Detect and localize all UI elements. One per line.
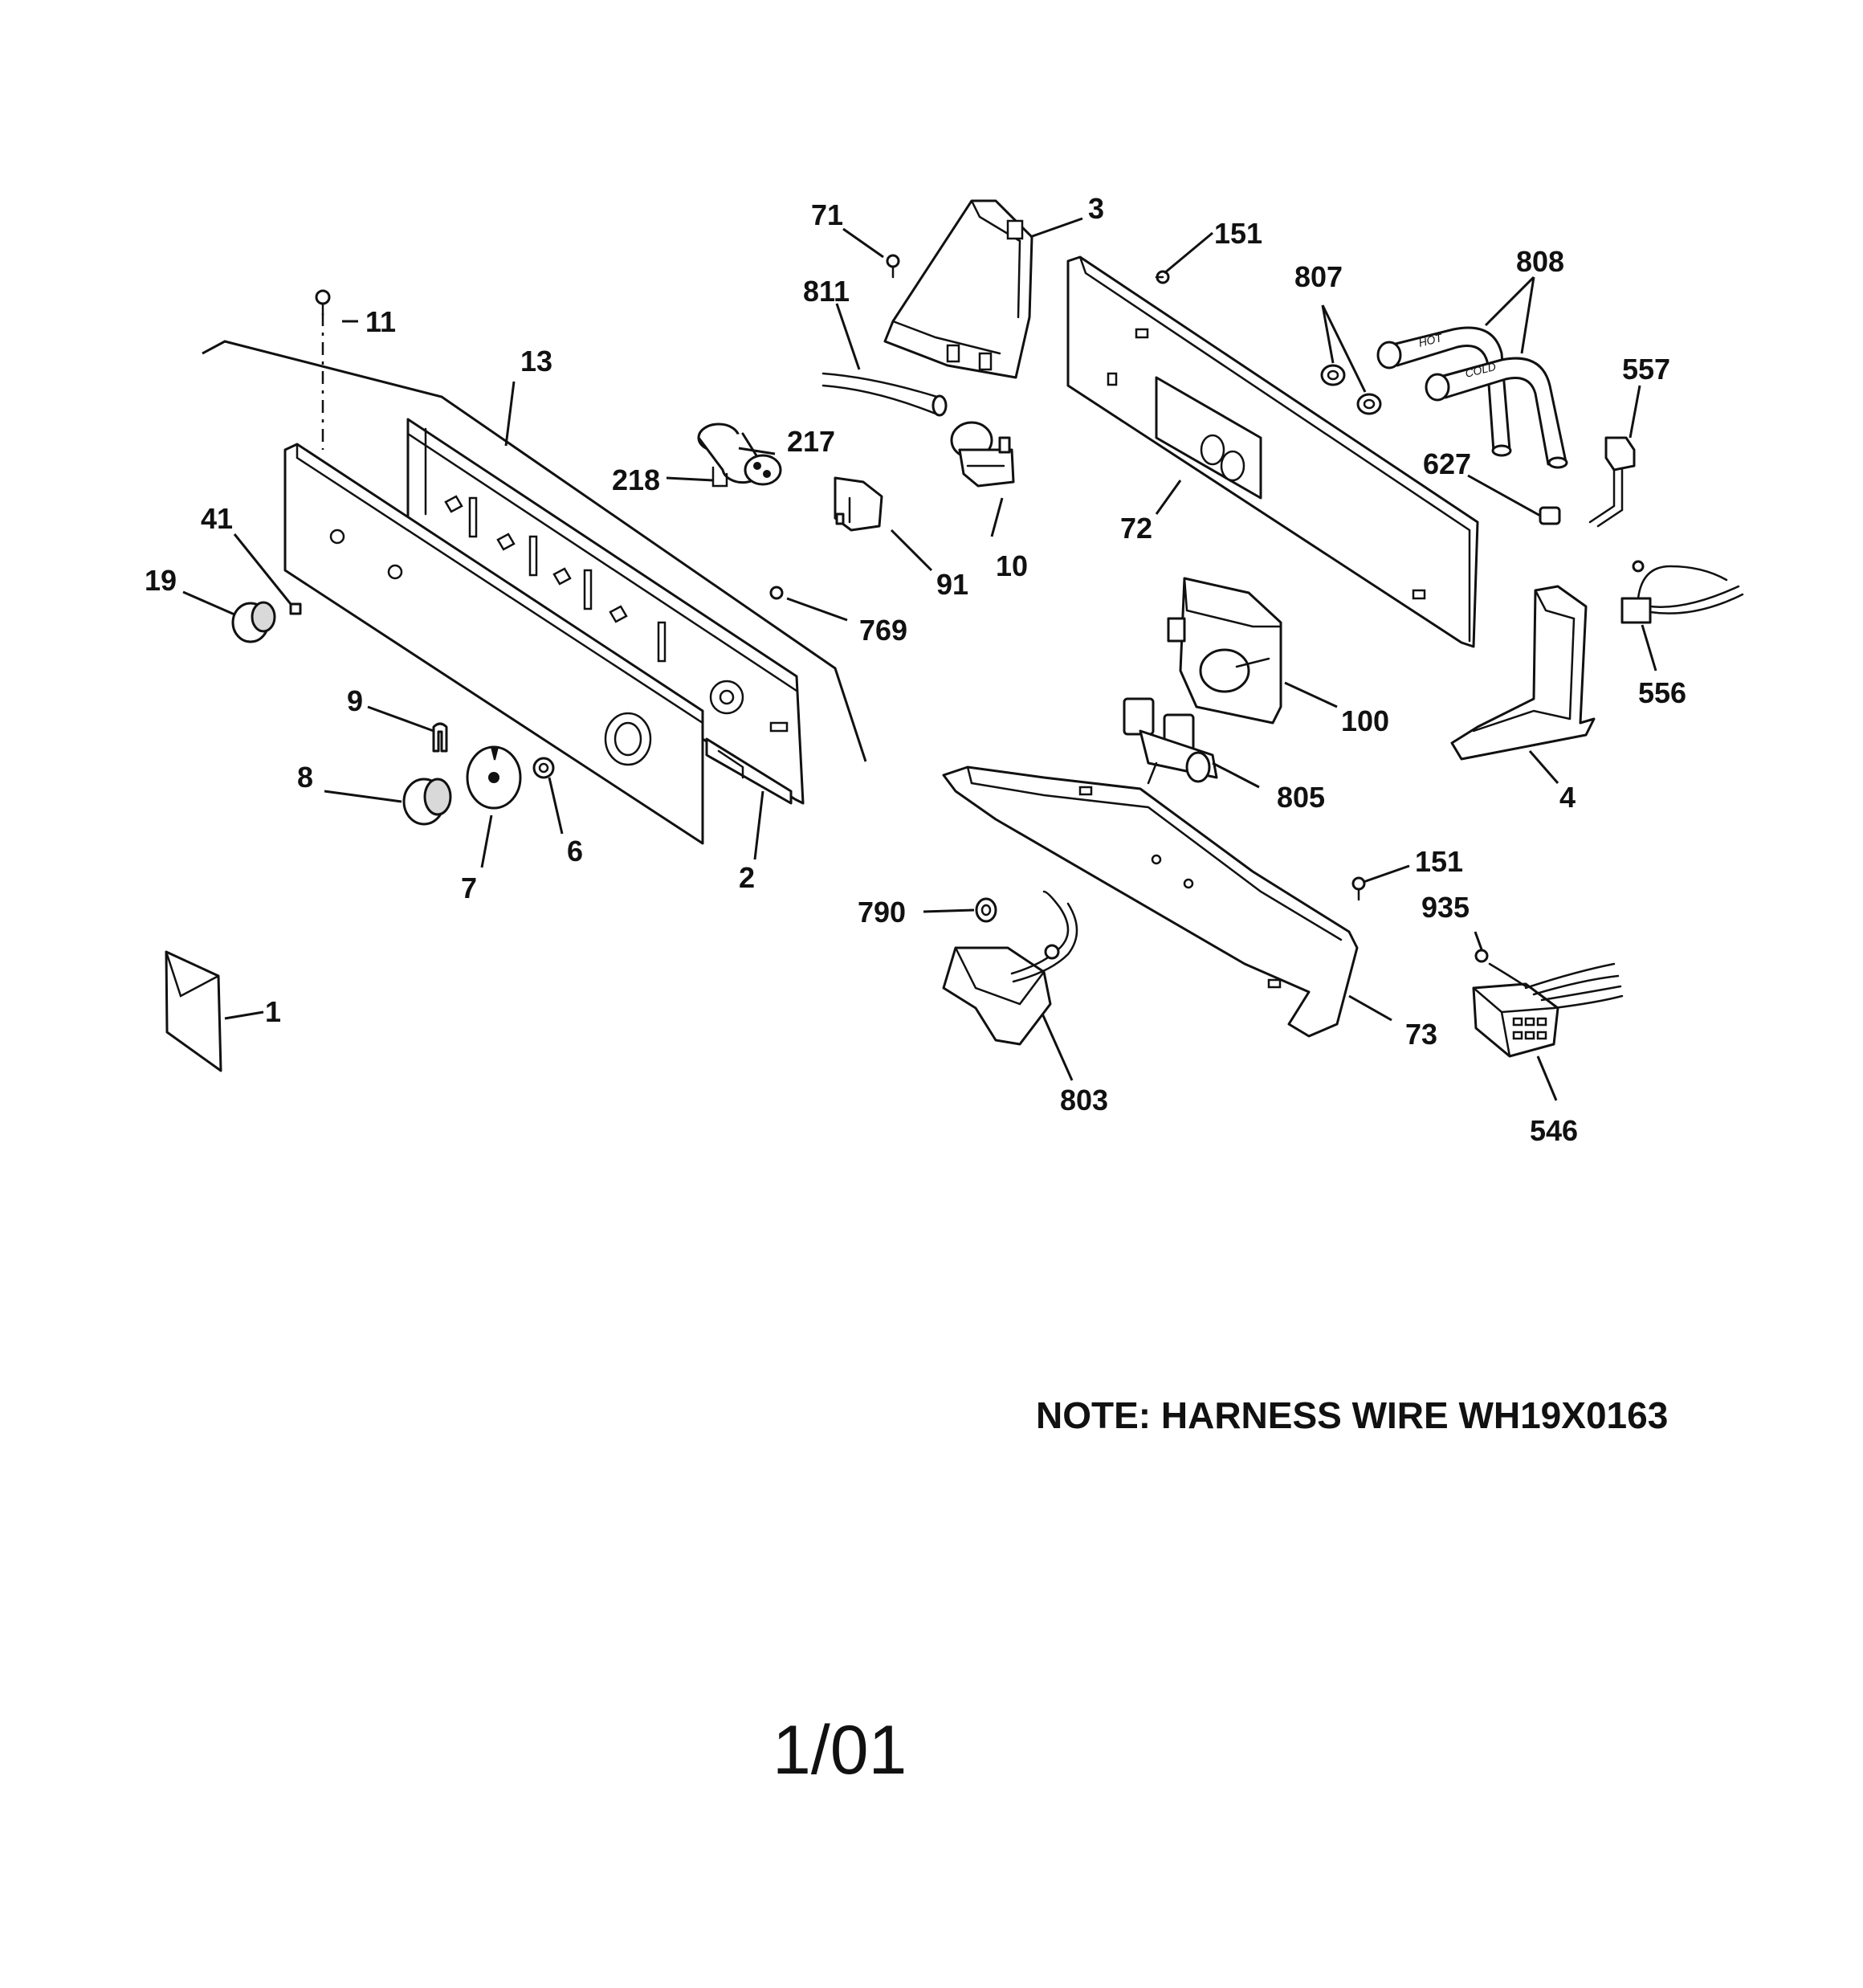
callout-9: 9 — [347, 684, 363, 717]
callout-71: 71 — [811, 198, 843, 231]
part-808-inlet-hoses — [1376, 326, 1568, 469]
callout-769: 769 — [859, 614, 907, 647]
callout-10: 10 — [996, 549, 1028, 582]
part-9-clip — [432, 722, 448, 753]
part-10-pressure-switch — [950, 421, 1015, 488]
part-71-screw — [886, 254, 900, 279]
part-100-timer — [1167, 577, 1282, 725]
part-1-envelope — [165, 950, 222, 1072]
part-3-end-bracket — [883, 199, 1033, 379]
callout-41: 41 — [201, 502, 233, 535]
callout-807: 807 — [1294, 260, 1343, 293]
callout-72: 72 — [1120, 512, 1152, 545]
part-546-wire-harness — [1472, 962, 1624, 1058]
callout-627: 627 — [1423, 447, 1471, 480]
callout-218: 218 — [612, 463, 660, 496]
part-7-dial — [466, 745, 522, 810]
callout-2: 2 — [739, 861, 755, 894]
part-19-knob — [231, 601, 276, 643]
callout-100: 100 — [1341, 704, 1389, 737]
callout-3: 3 — [1088, 192, 1104, 225]
center-leaders — [666, 217, 1083, 622]
callout-13: 13 — [520, 345, 552, 378]
part-803-dispenser — [942, 890, 1078, 1046]
harness-note: NOTE: HARNESS WIRE WH19X0163 — [1036, 1394, 1668, 1436]
part-41-spring — [289, 602, 302, 615]
callout-808: 808 — [1516, 245, 1564, 278]
part-6-nut — [532, 757, 555, 779]
control-panel-outline-leader — [202, 340, 867, 762]
part-11-screw — [315, 289, 331, 450]
callout-4: 4 — [1559, 781, 1576, 814]
callout-805: 805 — [1277, 781, 1325, 814]
part-2-bracket — [705, 737, 793, 805]
svg-text:HOT: HOT — [1417, 331, 1445, 349]
callout-91: 91 — [936, 568, 968, 601]
callout-151-lower: 151 — [1415, 845, 1463, 878]
part-790-clamp — [975, 897, 997, 923]
callout-803: 803 — [1060, 1084, 1108, 1116]
part-556-connector — [1620, 560, 1744, 624]
callout-557: 557 — [1622, 353, 1670, 386]
hose-tag-hot: HOT — [1417, 331, 1445, 349]
callout-790: 790 — [858, 896, 906, 929]
part-8-knob — [402, 778, 452, 826]
callout-73: 73 — [1405, 1018, 1437, 1051]
part-557-terminal — [1588, 436, 1636, 528]
part-807-washers — [1320, 364, 1382, 415]
part-805-water-valve — [1123, 697, 1218, 785]
part-91-switch — [834, 476, 883, 532]
callout-546: 546 — [1530, 1114, 1578, 1147]
right-leaders — [923, 231, 1657, 1101]
callout-numbers: 1 2 3 4 6 7 8 9 10 11 13 19 41 71 72 73 … — [145, 192, 1686, 1147]
callout-1: 1 — [265, 995, 281, 1028]
part-218-bracket — [711, 466, 728, 488]
callout-19: 19 — [145, 564, 177, 597]
part-72-rear-panel — [1066, 255, 1479, 648]
part-935-terminal — [1474, 949, 1489, 963]
callout-811: 811 — [803, 275, 850, 308]
part-4-end-bracket — [1450, 585, 1596, 761]
callout-556: 556 — [1638, 676, 1686, 709]
callout-11: 11 — [365, 305, 396, 338]
part-811-tube — [821, 372, 948, 417]
part-73-top-panel — [942, 765, 1359, 1038]
callout-8: 8 — [297, 761, 313, 794]
part-151-screw-lower — [1351, 876, 1366, 901]
callout-6: 6 — [567, 835, 583, 867]
callout-7: 7 — [461, 872, 477, 904]
part-151-screw-upper — [1155, 270, 1170, 284]
callout-151-upper: 151 — [1214, 217, 1262, 250]
callout-217: 217 — [787, 425, 835, 458]
control-panel-front — [283, 443, 704, 845]
left-leaders — [182, 320, 764, 1020]
callout-935: 935 — [1421, 891, 1470, 924]
part-769-screw — [769, 586, 784, 600]
date-code: 1/01 — [773, 1712, 907, 1789]
part-627-grommet — [1539, 506, 1561, 525]
part-13-backsplash-panel — [406, 418, 805, 805]
part-217-capacitor — [697, 423, 782, 486]
